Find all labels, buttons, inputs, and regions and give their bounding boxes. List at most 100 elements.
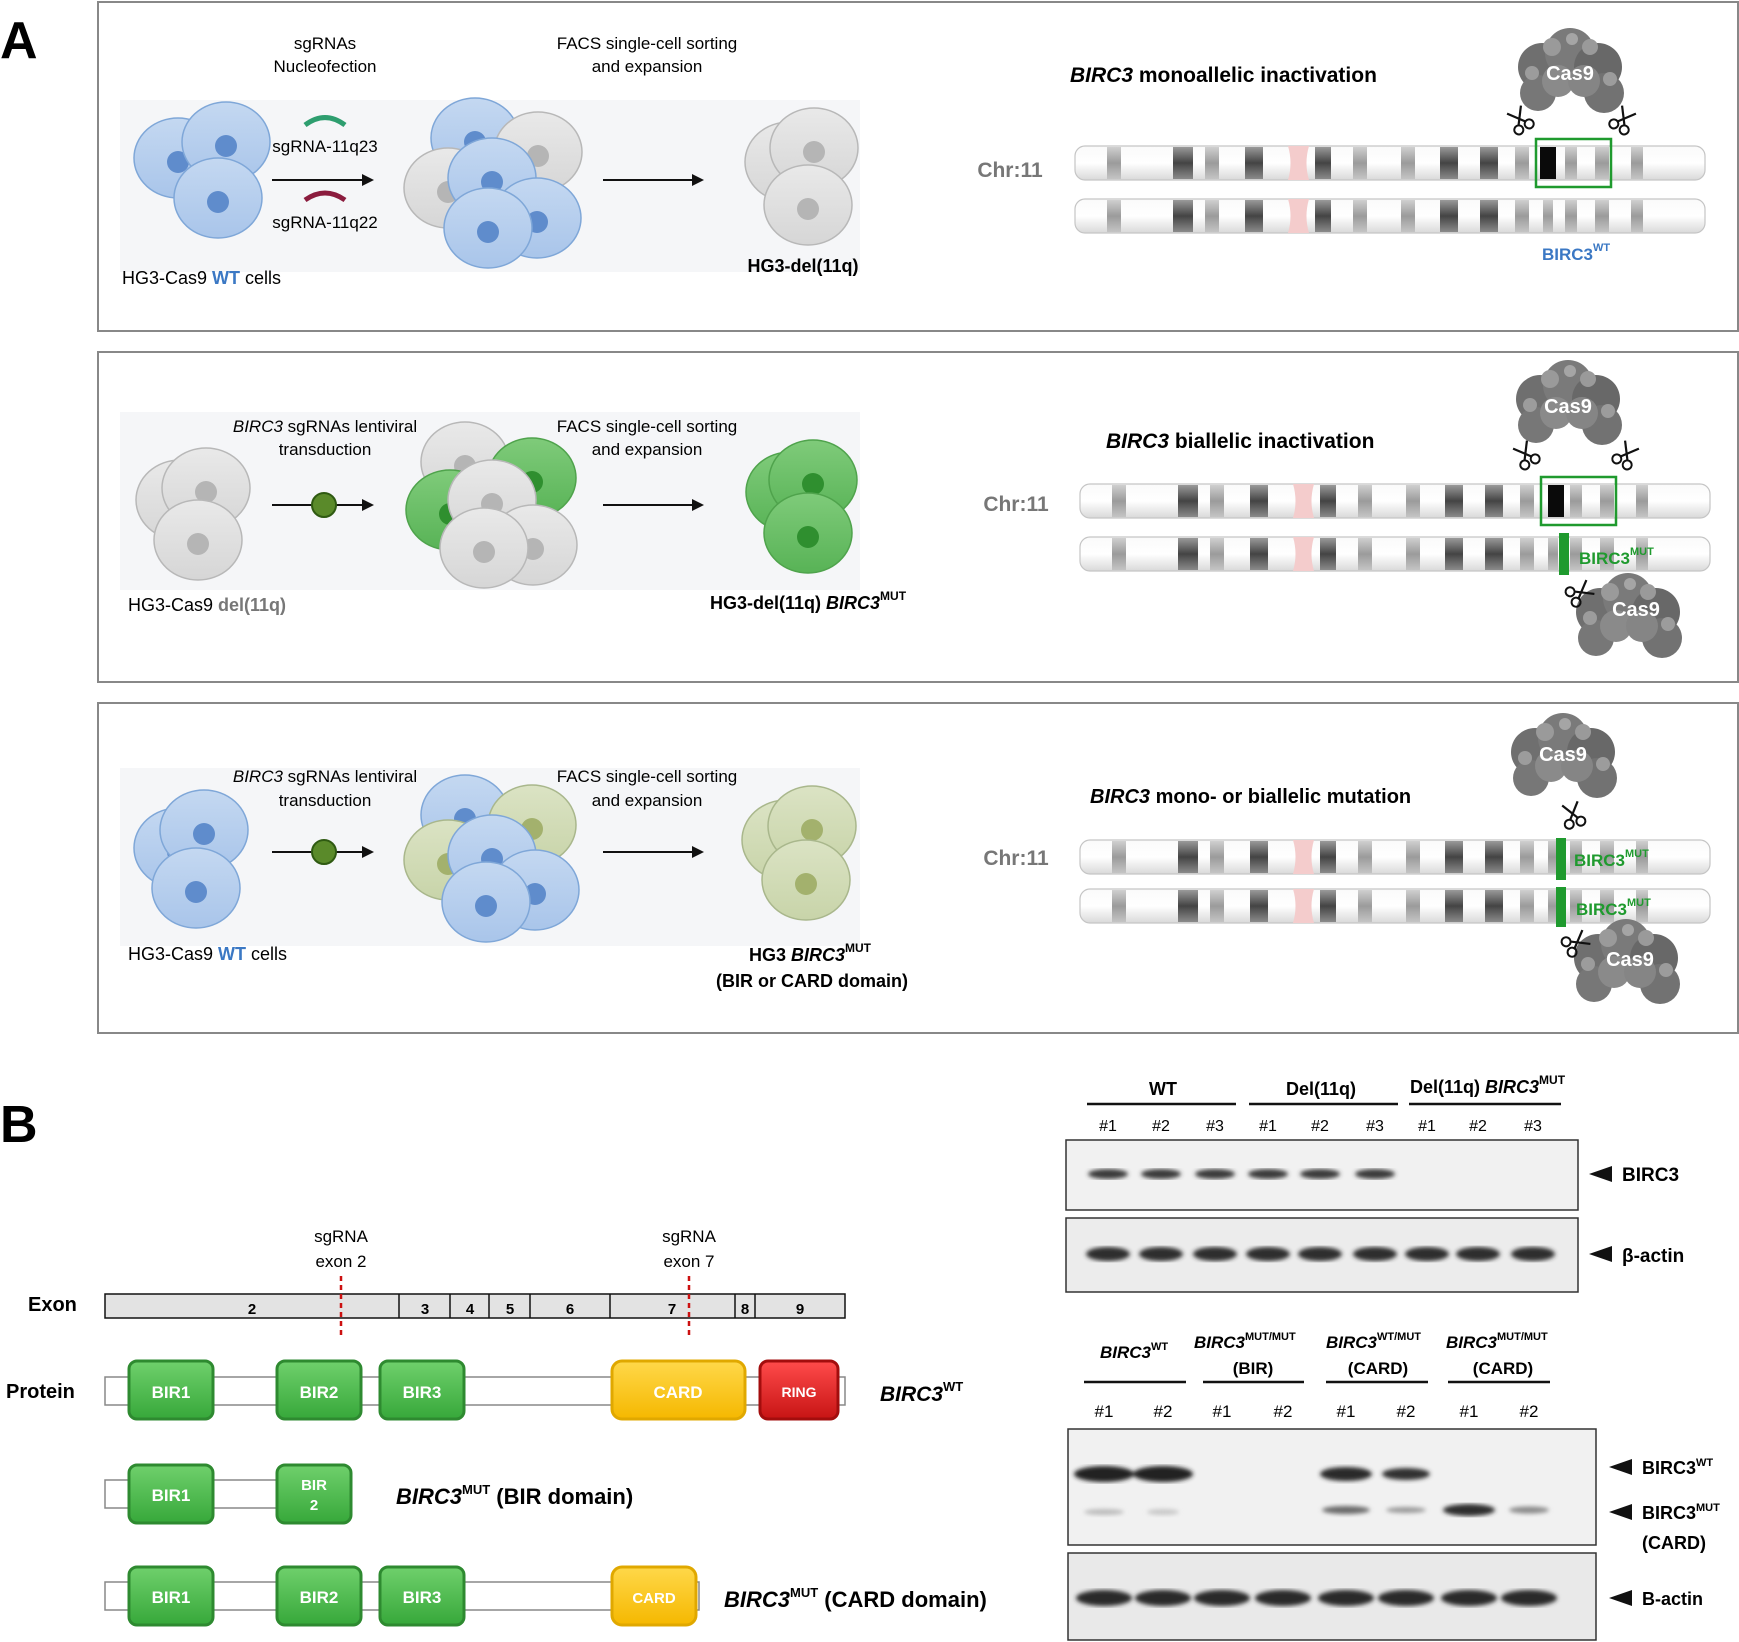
group-label-del11q-birc3mut: Del(11q) BIRC3MUT: [1410, 1073, 1566, 1097]
band: [1195, 1169, 1235, 1179]
ring-domain: [758, 1359, 840, 1421]
group-label-del11q: Del(11q): [1286, 1079, 1356, 1099]
band: [1501, 1590, 1557, 1606]
actin-bands: [1086, 1247, 1555, 1261]
bir3-label: BIR3: [403, 1588, 442, 1607]
bir3-domain: [378, 1359, 466, 1421]
exon-number: 9: [796, 1301, 804, 1318]
sgrna-exon7-line2: exon 7: [663, 1252, 714, 1271]
bir1-label: BIR1: [152, 1383, 191, 1402]
step2-line1: FACS single-cell sorting: [557, 417, 737, 436]
band: [1405, 1247, 1449, 1261]
band: [1088, 1169, 1128, 1179]
bir1-domain: [127, 1565, 215, 1627]
sgrna-11q22-label: sgRNA-11q22: [272, 213, 378, 232]
band-arrow-icon: [1609, 1504, 1632, 1520]
lane-label: #2: [1154, 1402, 1173, 1421]
band-arrow-icon: [1589, 1166, 1612, 1182]
band: [1074, 1466, 1134, 1482]
panel-a-row-1: sgRNAs Nucleofection FACS single-cell so…: [97, 1, 1739, 332]
blot2-lane-labels: #1 #2 #1 #2 #1 #2 #1 #2: [1095, 1402, 1539, 1421]
bir2-label: BIR2: [300, 1383, 339, 1402]
bir2-label: BIR2: [300, 1588, 339, 1607]
band: [1246, 1247, 1290, 1261]
group-label-mutmut-bir: BIRC3MUT/MUT: [1194, 1331, 1296, 1352]
birc3-mut-bir-label: BIRC3MUT (BIR domain): [396, 1482, 633, 1509]
panel-b-letter: B: [0, 1096, 38, 1154]
band-arrow-icon: [1609, 1459, 1632, 1475]
target-box: [1534, 137, 1613, 189]
scissors-icon: [1509, 438, 1543, 473]
card-domain: [610, 1359, 747, 1421]
cas9-label: Cas9: [1606, 949, 1654, 971]
truncated-card-domain: [610, 1565, 698, 1627]
band: [1441, 1590, 1497, 1606]
birc3-band: [1548, 485, 1564, 517]
end-cells-label: HG3-del(11q) BIRC3MUT: [710, 589, 907, 613]
band: [1141, 1169, 1181, 1179]
band: [1084, 1509, 1124, 1515]
sgrna-exon2-line2: exon 2: [315, 1252, 366, 1271]
end-cells-label-line2: (BIR or CARD domain): [716, 971, 908, 991]
birc3-mut-allele-label: BIRC3MUT: [1576, 897, 1651, 919]
bir2-label-bottom: 2: [310, 1497, 318, 1514]
arrow-head: [362, 174, 374, 186]
mut-cell: [761, 839, 851, 921]
band-label-birc3: BIRC3: [1622, 1165, 1679, 1186]
blot2-birc3-membrane: [1067, 1428, 1597, 1546]
bir2-domain: [275, 1359, 363, 1421]
panel-a-row-2: BIRC3 sgRNAs lentiviral transduction FAC…: [97, 351, 1739, 683]
band-label-birc3-wt: BIRC3WT: [1642, 1457, 1713, 1478]
bir1-domain: [127, 1359, 215, 1421]
mut-cell: [763, 492, 853, 574]
step1-line1: sgRNAs: [294, 34, 356, 53]
row-1-frame: [97, 1, 1739, 332]
gene-structure: sgRNA exon 2 sgRNA exon 7 Exon 2 3 4 5 6…: [6, 1227, 987, 1627]
band-arrow-icon: [1589, 1246, 1612, 1262]
lane-label: #3: [1366, 1118, 1384, 1135]
group-sublabel: (CARD): [1348, 1359, 1408, 1378]
arrow-head: [362, 499, 374, 511]
birc3-bands: [1088, 1169, 1395, 1179]
step1-line1: BIRC3 sgRNAs lentiviral: [233, 767, 417, 786]
western-blot-1: WT Del(11q) Del(11q) BIRC3MUT #1 #2 #3 #…: [1065, 1073, 1684, 1293]
group-sublabel: (CARD): [1473, 1359, 1533, 1378]
exon-number: 8: [741, 1301, 749, 1318]
band: [1193, 1247, 1237, 1261]
exon-number: 5: [506, 1301, 514, 1318]
chr-label: Chr:11: [983, 847, 1049, 870]
exon-number: 6: [566, 1301, 574, 1318]
exon-number: 4: [466, 1301, 475, 1318]
band: [1320, 1467, 1372, 1481]
row-2-title: BIRC3 biallelic inactivation: [1106, 430, 1374, 453]
step1-line1: BIRC3 sgRNAs lentiviral: [233, 417, 417, 436]
row-2-frame: [97, 351, 1739, 683]
scissors-icon: [1558, 799, 1588, 831]
birc3-card-bands: [1084, 1504, 1549, 1516]
step2-line2: and expansion: [592, 440, 703, 459]
blot1-lane-labels: #1 #2 #3 #1 #2 #3 #1 #2 #3: [1099, 1118, 1542, 1135]
chromosome-11-b: [1074, 198, 1706, 234]
row-1-title: BIRC3 monoallelic inactivation: [1070, 64, 1377, 87]
truncated-bir2-domain: [275, 1463, 353, 1525]
band: [1255, 1590, 1311, 1606]
group-sublabel: (BIR): [1233, 1359, 1274, 1378]
lane-label: #1: [1099, 1118, 1117, 1135]
band: [1298, 1247, 1342, 1261]
exon-number: 2: [248, 1301, 256, 1318]
band: [1147, 1509, 1179, 1515]
bir2-domain: [275, 1565, 363, 1627]
bir2-label-top: BIR: [301, 1477, 327, 1494]
band: [1511, 1247, 1555, 1261]
chr-label: Chr:11: [983, 493, 1049, 516]
arrow-head: [692, 174, 704, 186]
birc3-wt-bands: [1074, 1466, 1430, 1482]
card-label: CARD: [632, 1590, 675, 1607]
bir1-domain: [127, 1463, 215, 1525]
wt-cell: [173, 157, 263, 239]
cas9-label: Cas9: [1539, 744, 1587, 766]
scissors-icon: [1609, 438, 1643, 473]
exon-bar: [104, 1293, 846, 1319]
band: [1300, 1169, 1340, 1179]
